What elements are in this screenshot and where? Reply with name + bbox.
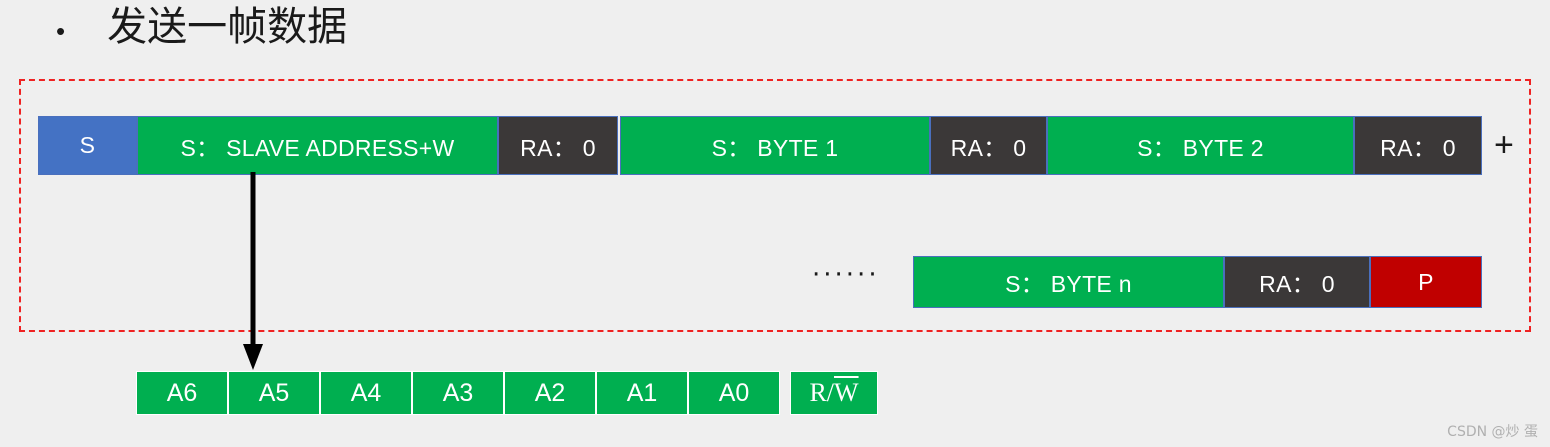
frame-block-label: S： BYTE n xyxy=(1005,271,1132,297)
frame-block-slave-address: S： SLAVE ADDRESS+W xyxy=(137,116,498,175)
address-bit-label: R/ xyxy=(809,378,835,407)
address-bit-cell: A1 xyxy=(596,371,688,415)
frame-block-data-byte: S： BYTE n xyxy=(913,256,1224,308)
address-bit-label: A0 xyxy=(718,378,750,407)
page-title: 发送一帧数据 xyxy=(107,4,348,50)
frame-block-ack: RA： 0 xyxy=(930,116,1047,175)
address-bit-label: A4 xyxy=(350,378,382,407)
address-bit-label-overline: W xyxy=(834,378,859,407)
address-bit-cell: A5 xyxy=(228,371,320,415)
frame-block-label: S： BYTE 1 xyxy=(711,134,839,161)
bullet-icon: • xyxy=(56,16,66,46)
frame-block-start-condition: S xyxy=(38,116,137,175)
frame-block-label: S： SLAVE ADDRESS+W xyxy=(180,134,455,161)
address-bit-label: A5 xyxy=(258,378,290,407)
address-bit-label: A1 xyxy=(626,378,658,407)
arrow-down-icon xyxy=(243,172,263,370)
frame-block-ack: RA： 0 xyxy=(1224,256,1370,308)
address-bit-label: A6 xyxy=(166,378,198,407)
frame-block-label: RA： 0 xyxy=(520,134,596,161)
frame-block-label: RA： 0 xyxy=(1259,271,1335,297)
address-bit-cell: A3 xyxy=(412,371,504,415)
frame-block-label: S： BYTE 2 xyxy=(1137,134,1264,161)
slide-title-row: • 发送一帧数据 xyxy=(56,2,347,52)
address-bit-cell: A0 xyxy=(688,371,780,415)
address-bit-cell: A4 xyxy=(320,371,412,415)
frame-block-label: RA： 0 xyxy=(1380,134,1456,161)
plus-sign: + xyxy=(1494,126,1514,164)
callout-arrow xyxy=(243,172,265,372)
address-bit-label: A2 xyxy=(534,378,566,407)
frame-block-data-byte: S： BYTE 1 xyxy=(620,116,930,175)
address-bit-label: A3 xyxy=(442,378,474,407)
address-bit-cell: A6 xyxy=(136,371,228,415)
frame-highlight-region xyxy=(19,79,1531,332)
frame-block-label: RA： 0 xyxy=(950,134,1027,161)
frame-block-stop-condition: P xyxy=(1370,256,1482,308)
frame-block-label: S xyxy=(79,132,96,158)
frame-block-ack: RA： 0 xyxy=(498,116,618,175)
frame-block-label: P xyxy=(1418,268,1434,295)
address-bit-cell: A2 xyxy=(504,371,596,415)
continuation-ellipsis: ······ xyxy=(812,260,880,290)
frame-block-ack: RA： 0 xyxy=(1354,116,1482,175)
frame-block-data-byte: S： BYTE 2 xyxy=(1047,116,1354,175)
address-bit-cell: R/W xyxy=(790,371,878,415)
watermark: CSDN @炒 蛋 xyxy=(1447,424,1538,440)
